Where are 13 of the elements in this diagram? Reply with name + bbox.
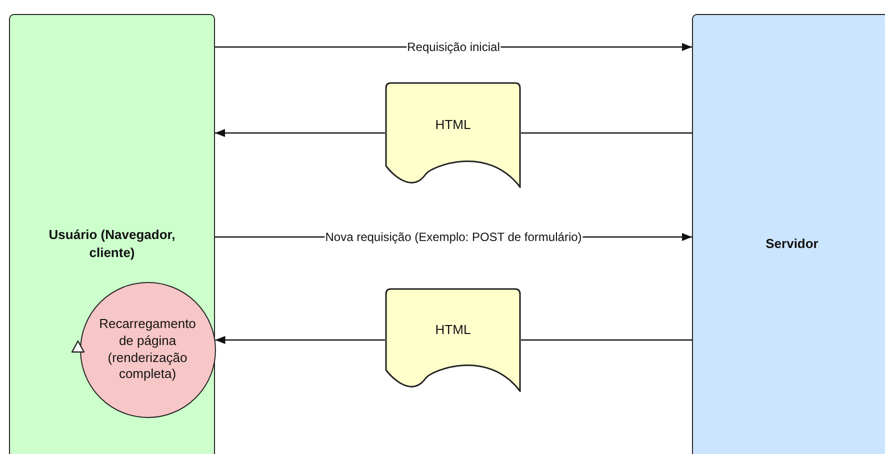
node-text: HTML: [435, 116, 471, 132]
swimlane-box: [692, 14, 885, 454]
swimlane-box: [9, 14, 215, 454]
edge-label: Nova requisição (Exemplo: POST de formulário): [324, 230, 583, 244]
node-text: HTML: [435, 322, 471, 336]
edge-label: Requisição inicial: [406, 40, 501, 54]
node-text: Servidor: [766, 234, 818, 253]
node-text: Usuário (Navegador, cliente): [48, 226, 176, 262]
document-shape: [385, 288, 521, 392]
arrow: [215, 129, 385, 137]
document-shape: [385, 82, 521, 188]
arrow: [215, 336, 385, 344]
node-text: Recarregamento de página (renderização completa): [98, 316, 197, 384]
